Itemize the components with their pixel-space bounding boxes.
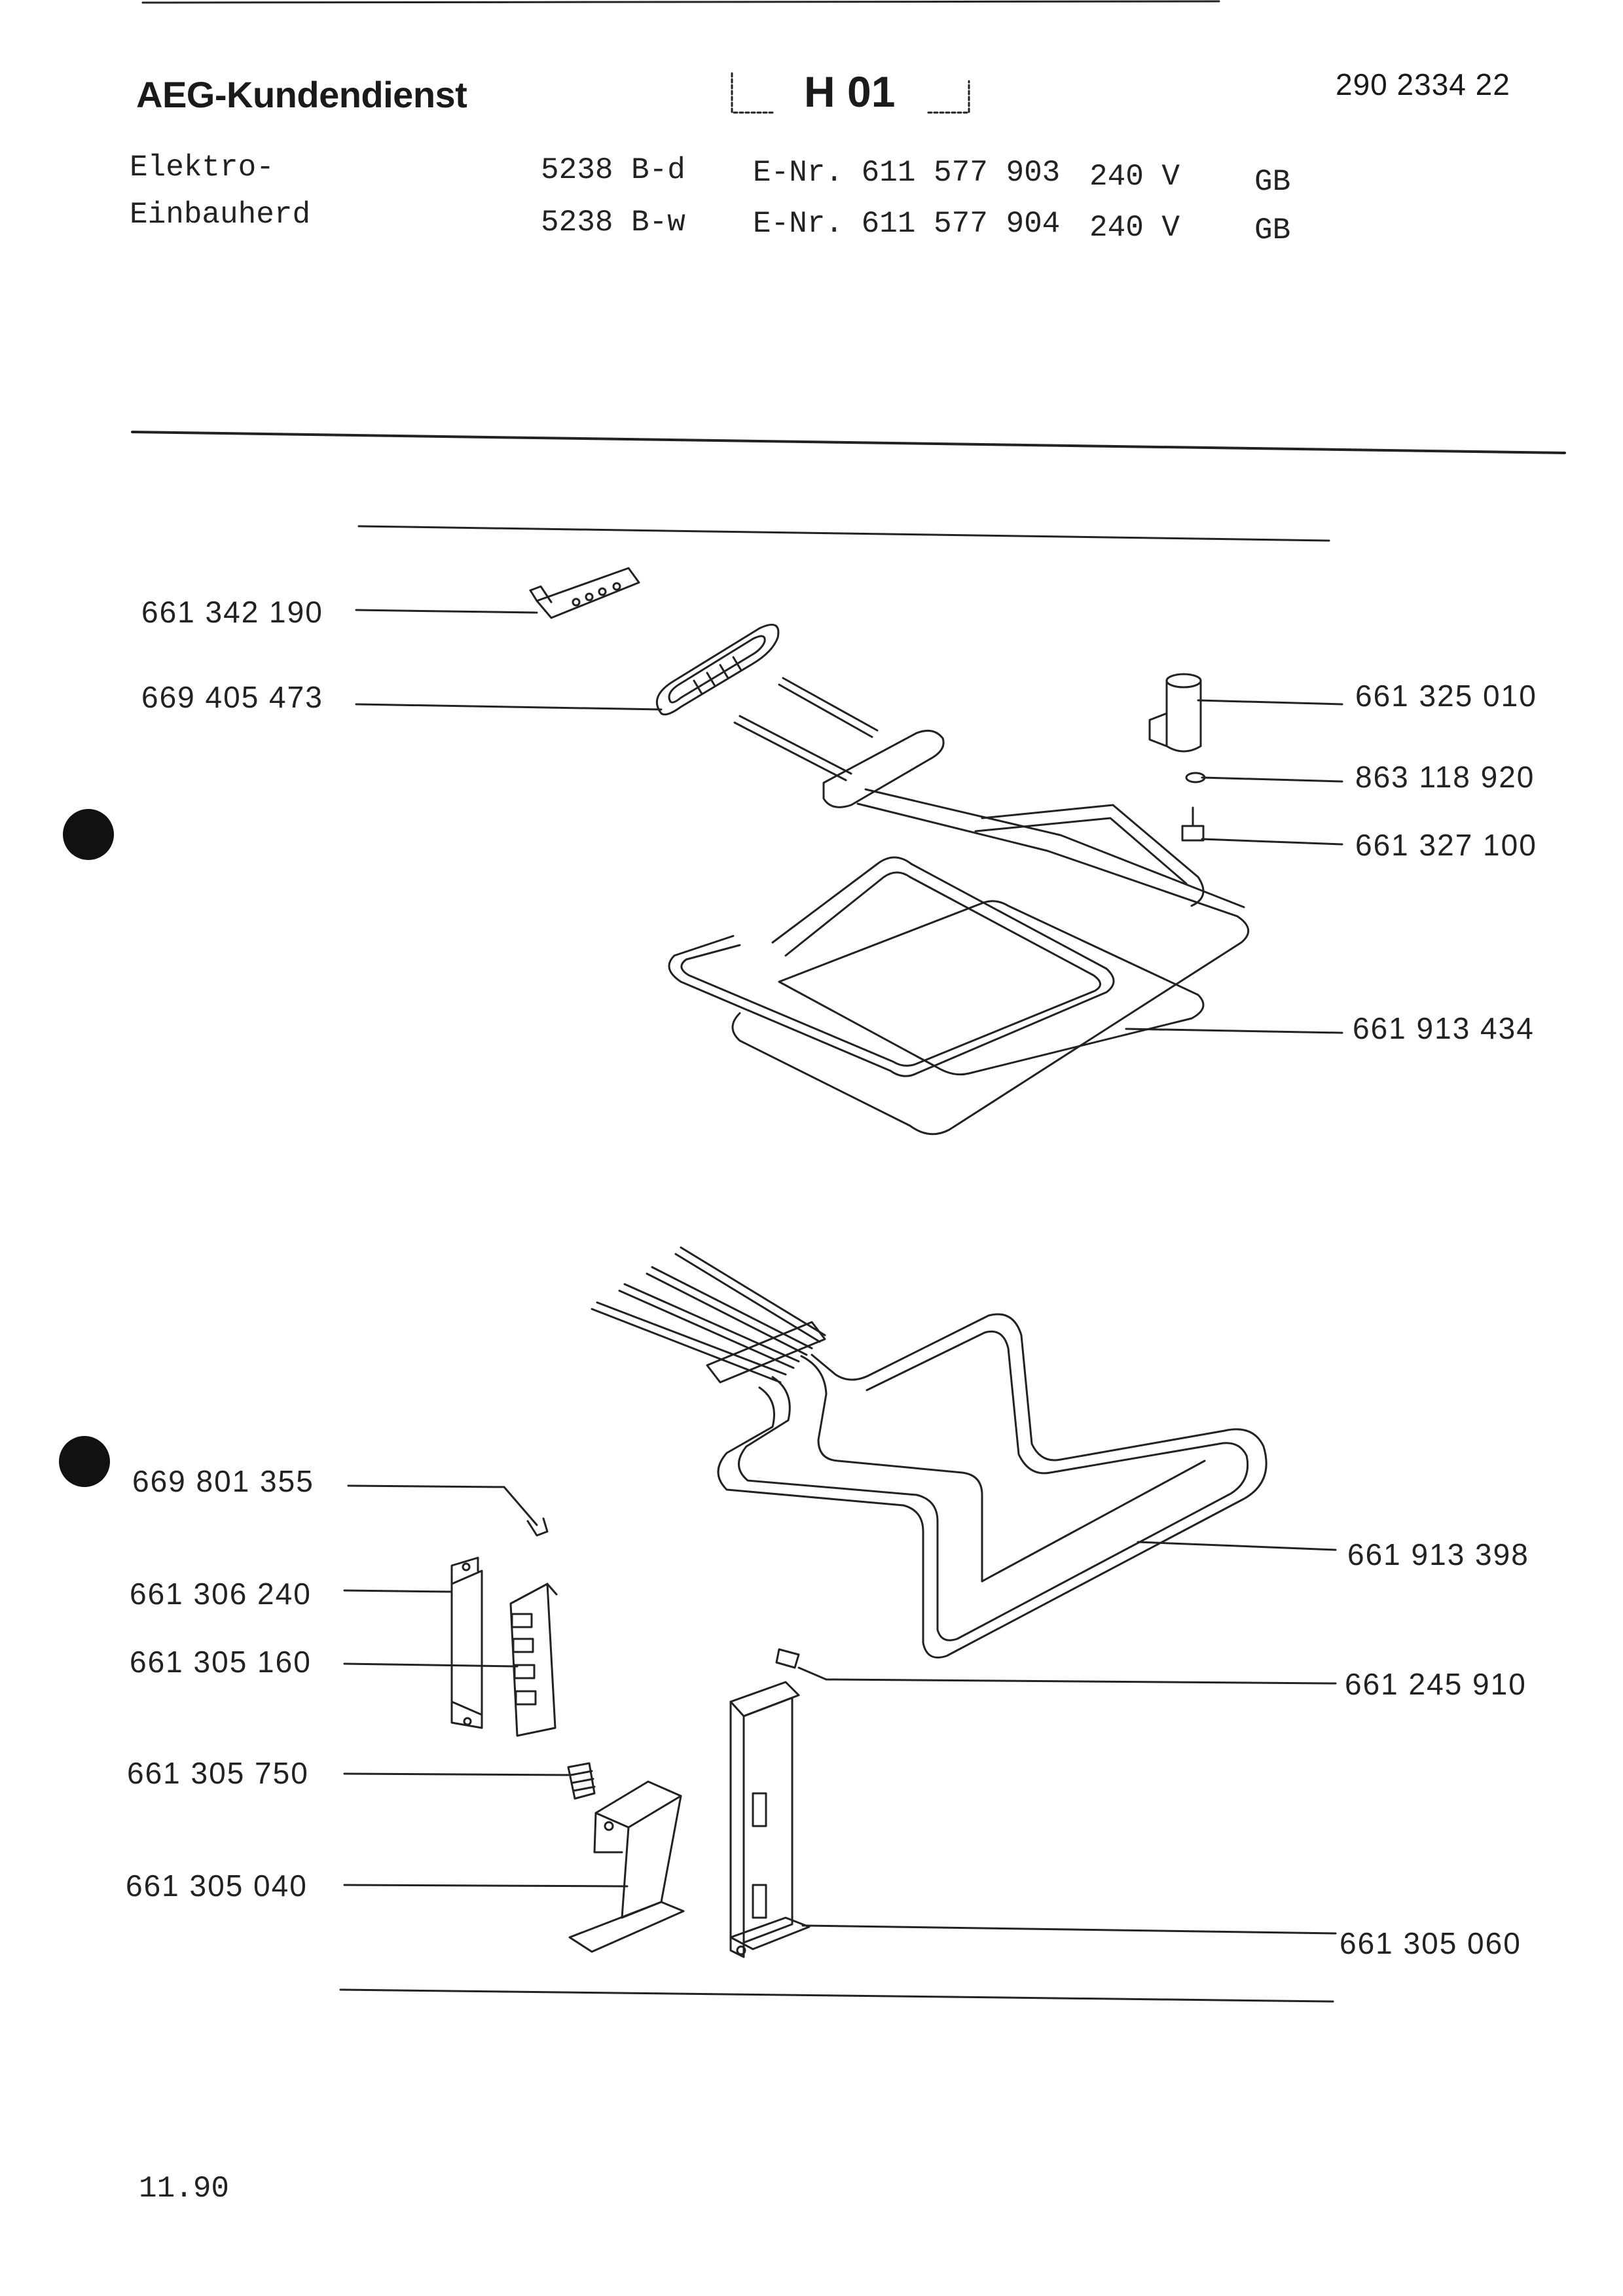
document-number: 290 2334 22 bbox=[1336, 67, 1510, 101]
punch-hole-upper bbox=[63, 809, 114, 860]
grill-element-upper bbox=[668, 677, 1249, 1136]
side-bracket-part bbox=[450, 1556, 483, 1729]
oven-element-lower bbox=[591, 1246, 1267, 1659]
leader-p2 bbox=[355, 703, 663, 711]
part-label-669801355: 669 801 355 bbox=[132, 1464, 314, 1498]
part-label-661913434: 661 913 434 bbox=[1353, 1011, 1535, 1045]
voltage-2: 240 V bbox=[1089, 211, 1180, 245]
brand-title: AEG-Kundendienst bbox=[136, 74, 467, 115]
part-label-661306240: 661 306 240 bbox=[130, 1577, 312, 1611]
o-ring-part bbox=[1185, 772, 1206, 783]
part-label-661305040: 661 305 040 bbox=[126, 1869, 308, 1903]
country-2: GB bbox=[1254, 213, 1291, 247]
model-1: 5238 B-d bbox=[541, 153, 685, 187]
appliance-type-line1: Elektro- bbox=[130, 151, 274, 185]
appliance-type-line2: Einbauherd bbox=[130, 198, 311, 232]
part-label-661305060: 661 305 060 bbox=[1340, 1926, 1522, 1960]
leader-p13 bbox=[343, 1884, 629, 1888]
leader-p4 bbox=[1201, 776, 1343, 783]
leader-p10 bbox=[343, 1662, 519, 1668]
part-label-661913398: 661 913 398 bbox=[1347, 1537, 1529, 1571]
leader-p3 bbox=[1197, 699, 1343, 706]
leader-p7 bbox=[347, 1484, 538, 1526]
top-rule bbox=[141, 0, 1220, 4]
leader-p14 bbox=[801, 1924, 1337, 1935]
pin-part bbox=[1181, 806, 1205, 842]
code-bracket-left bbox=[731, 72, 775, 114]
upper-frame-line bbox=[357, 525, 1330, 542]
code-bracket-right bbox=[927, 80, 970, 114]
part-label-661305160: 661 305 160 bbox=[130, 1645, 312, 1679]
part-label-669405473: 669 405 473 bbox=[141, 680, 323, 714]
support-foot-part bbox=[568, 1780, 685, 1953]
leader-p11b bbox=[825, 1678, 1337, 1685]
part-label-661305750: 661 305 750 bbox=[127, 1756, 309, 1790]
sheet-code: H 01 bbox=[804, 67, 896, 116]
leader-p6 bbox=[1125, 1028, 1343, 1034]
support-rail-part bbox=[729, 1681, 811, 1958]
spring-part bbox=[567, 1762, 596, 1800]
header-rule bbox=[131, 431, 1566, 454]
model-2: 5238 B-w bbox=[541, 206, 685, 240]
leader-p1 bbox=[355, 609, 538, 614]
mounting-bracket-part bbox=[529, 567, 640, 619]
enr-1: E-Nr. 611 577 903 bbox=[753, 156, 1061, 190]
leader-p12 bbox=[343, 1772, 570, 1776]
leader-p9 bbox=[343, 1589, 453, 1593]
enr-2: E-Nr. 611 577 904 bbox=[753, 207, 1061, 241]
leader-p11 bbox=[797, 1666, 828, 1681]
part-label-661325010: 661 325 010 bbox=[1355, 679, 1537, 713]
part-label-661342190: 661 342 190 bbox=[141, 595, 323, 629]
leader-p5 bbox=[1201, 838, 1343, 846]
revision-date: 11.90 bbox=[139, 2172, 230, 2206]
gasket-part bbox=[655, 623, 780, 716]
country-1: GB bbox=[1254, 165, 1291, 199]
clip-part bbox=[526, 1517, 549, 1537]
part-label-661327100: 661 327 100 bbox=[1355, 828, 1537, 862]
part-label-863118920: 863 118 920 bbox=[1355, 760, 1535, 794]
part-label-661245910: 661 245 910 bbox=[1345, 1667, 1527, 1701]
terminal-block-part bbox=[509, 1583, 558, 1737]
punch-hole-lower bbox=[59, 1436, 110, 1487]
holder-part bbox=[1148, 673, 1202, 753]
voltage-1: 240 V bbox=[1089, 160, 1180, 194]
contact-part bbox=[775, 1648, 800, 1669]
leader-p8 bbox=[1137, 1541, 1337, 1551]
lower-frame-line bbox=[339, 1988, 1334, 2003]
